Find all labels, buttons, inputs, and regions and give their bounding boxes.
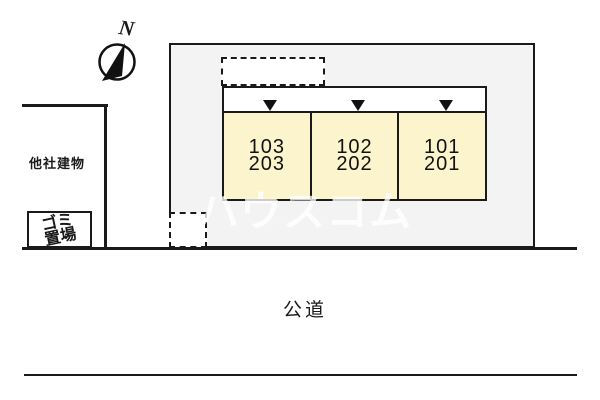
neighbor-building-label: 他社建物 bbox=[29, 156, 86, 171]
unit-number: 202 bbox=[336, 153, 373, 175]
unit-number: 102 bbox=[336, 136, 373, 158]
dashed-area-top bbox=[221, 57, 325, 86]
stall-marker-down-triangle-icon bbox=[351, 100, 365, 111]
watermark-text: ハウスコム bbox=[197, 188, 413, 235]
dashed-area-bottom bbox=[169, 212, 207, 248]
garbage-area-label: ゴミ 置場 bbox=[41, 211, 79, 249]
unit-number: 103 bbox=[248, 136, 286, 158]
unit-row: 103 203 102 202 101 201 bbox=[222, 111, 487, 201]
public-road-label: 公道 bbox=[283, 300, 328, 321]
unit-number: 203 bbox=[248, 153, 286, 175]
neighbor-building-right-wall bbox=[104, 104, 107, 249]
stall-marker-down-triangle-icon bbox=[263, 100, 277, 111]
unit-cell-103-203: 103 203 bbox=[224, 113, 310, 199]
unit-number: 101 bbox=[423, 136, 461, 158]
neighbor-building-top-wall bbox=[22, 104, 108, 107]
stall-marker-down-triangle-icon bbox=[439, 100, 453, 111]
unit-cell-101-201: 101 201 bbox=[397, 113, 485, 199]
road-edge-line-top bbox=[22, 247, 577, 250]
road-edge-line-bottom bbox=[24, 374, 577, 376]
garbage-area-box: ゴミ 置場 bbox=[27, 211, 92, 248]
unit-number: 201 bbox=[423, 153, 461, 175]
compass-icon bbox=[98, 43, 136, 81]
unit-cell-102-202: 102 202 bbox=[309, 113, 398, 199]
